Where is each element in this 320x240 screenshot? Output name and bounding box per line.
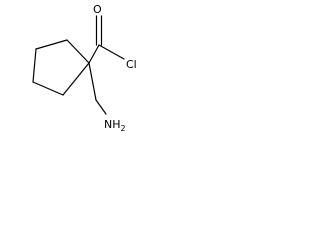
oxygen-label: O [93,3,102,16]
ring-bond-2 [35,39,68,50]
aminomethyl-group: NH2 [88,62,126,133]
c-cl-bond [98,44,125,60]
amine-nh: NH [104,118,121,131]
cyclopentane-ring [32,39,90,96]
chemical-structure: O Cl NH2 [32,3,137,133]
amine-subscript: 2 [121,124,126,133]
c-ch2-bond [88,62,97,101]
c-carbonyl-bond [88,44,100,64]
ring-bond-3 [32,48,37,83]
chlorine-label: Cl [126,58,137,71]
ring-bond-5 [62,62,90,96]
ch2-n-bond [95,99,107,115]
ring-bond-1 [66,39,90,64]
ring-bond-4 [32,81,64,96]
acyl-chloride-group: O Cl [88,3,137,71]
amine-label: NH2 [104,118,126,133]
